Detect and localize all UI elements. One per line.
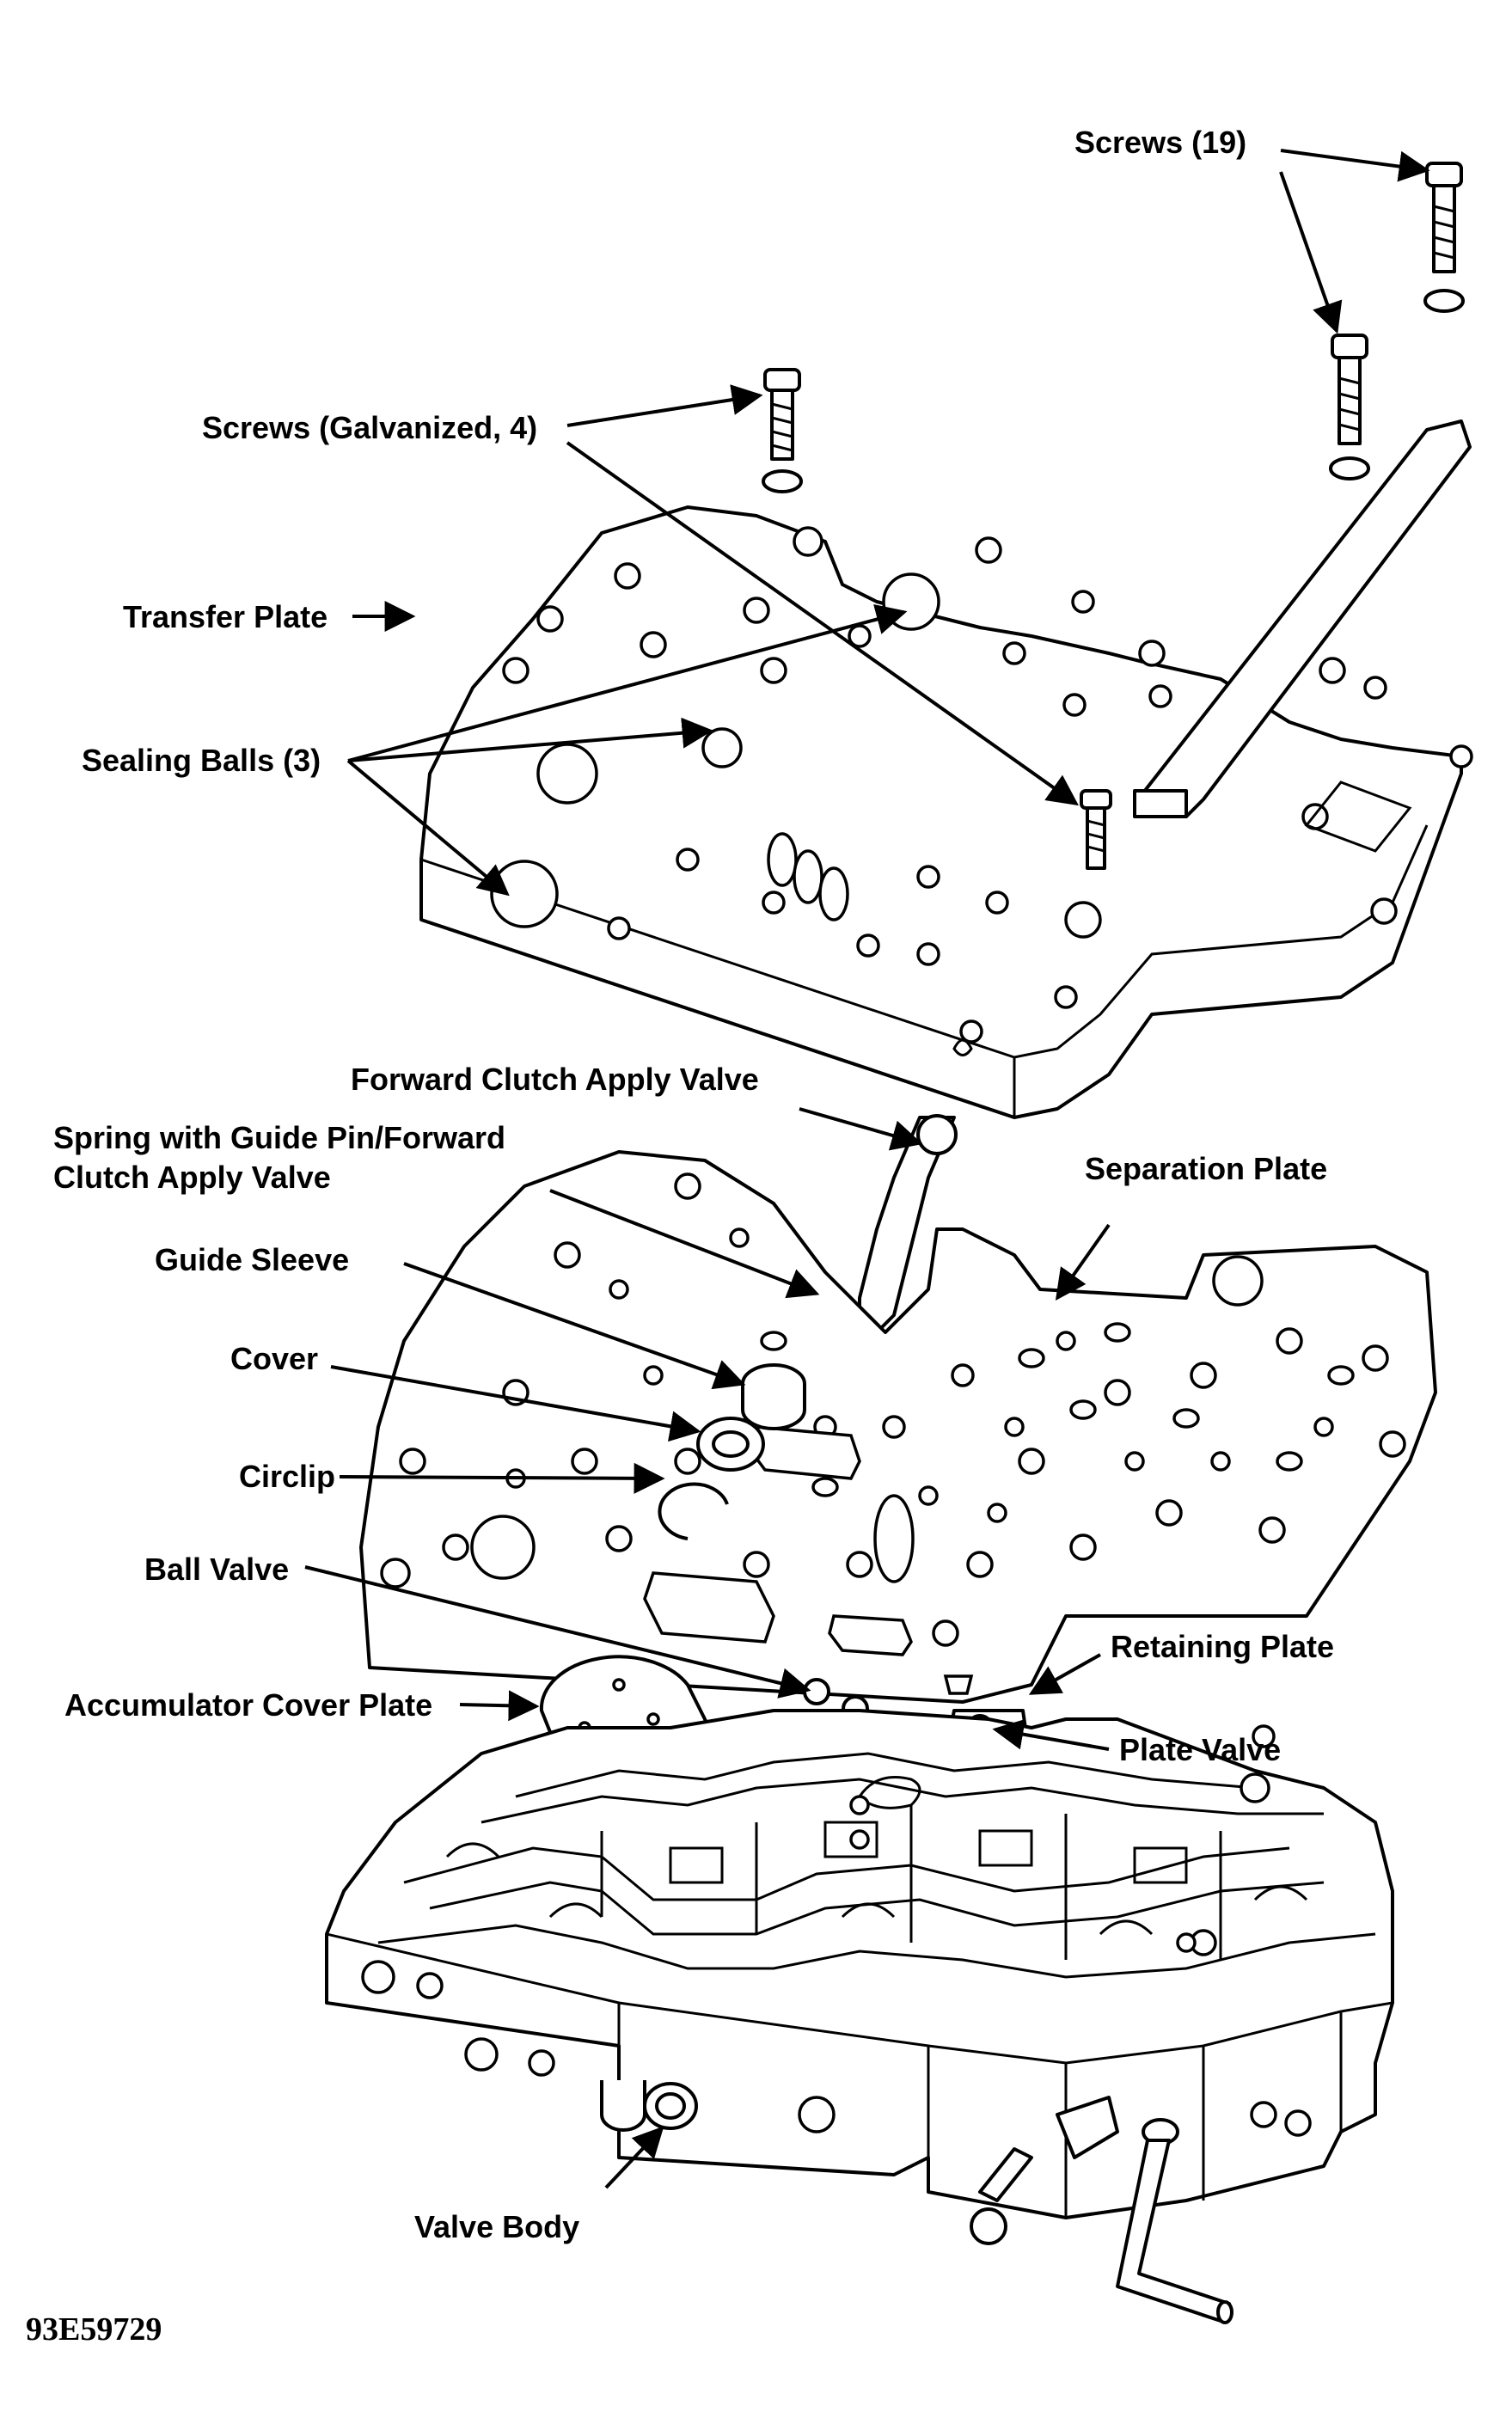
guide-sleeve xyxy=(741,1363,806,1430)
separation-plate-holes xyxy=(380,1172,1406,1695)
label-guide-sleeve: Guide Sleeve xyxy=(155,1242,349,1277)
label-spring-guide-pin-line1: Spring with Guide Pin/Forward xyxy=(53,1120,505,1155)
label-valve-body: Valve Body xyxy=(414,2209,579,2244)
label-circlip: Circlip xyxy=(239,1459,335,1494)
valve-body xyxy=(325,1709,1394,2324)
separation-plate xyxy=(359,1150,1437,1704)
screw-galvanized-lower xyxy=(1080,789,1112,870)
circlip xyxy=(658,1482,729,1540)
label-screws-19: Screws (19) xyxy=(1074,125,1246,160)
label-transfer-plate: Transfer Plate xyxy=(123,599,327,634)
transfer-plate xyxy=(419,505,1473,1119)
screw-19-b xyxy=(1423,162,1465,313)
screw-19-a xyxy=(1329,334,1370,481)
label-plate-valve: Plate Valve xyxy=(1119,1732,1281,1767)
label-ball-valve: Ball Valve xyxy=(144,1552,289,1587)
label-cover: Cover xyxy=(230,1341,318,1376)
label-retaining-plate: Retaining Plate xyxy=(1111,1629,1334,1664)
leader-lines xyxy=(304,149,1430,2189)
screw-galvanized-top xyxy=(762,368,803,493)
label-accumulator-cover-plate: Accumulator Cover Plate xyxy=(64,1687,432,1723)
figure-code: 93E59729 xyxy=(26,2311,162,2348)
label-separation-plate: Separation Plate xyxy=(1085,1151,1327,1186)
label-sealing-balls: Sealing Balls (3) xyxy=(82,743,321,778)
transfer-plate-link xyxy=(1133,419,1472,818)
label-spring-guide-pin-line2: Clutch Apply Valve xyxy=(53,1160,331,1195)
label-forward-clutch-apply-valve: Forward Clutch Apply Valve xyxy=(351,1062,759,1097)
label-screws-galvanized: Screws (Galvanized, 4) xyxy=(202,410,537,445)
cover xyxy=(696,1417,765,1472)
